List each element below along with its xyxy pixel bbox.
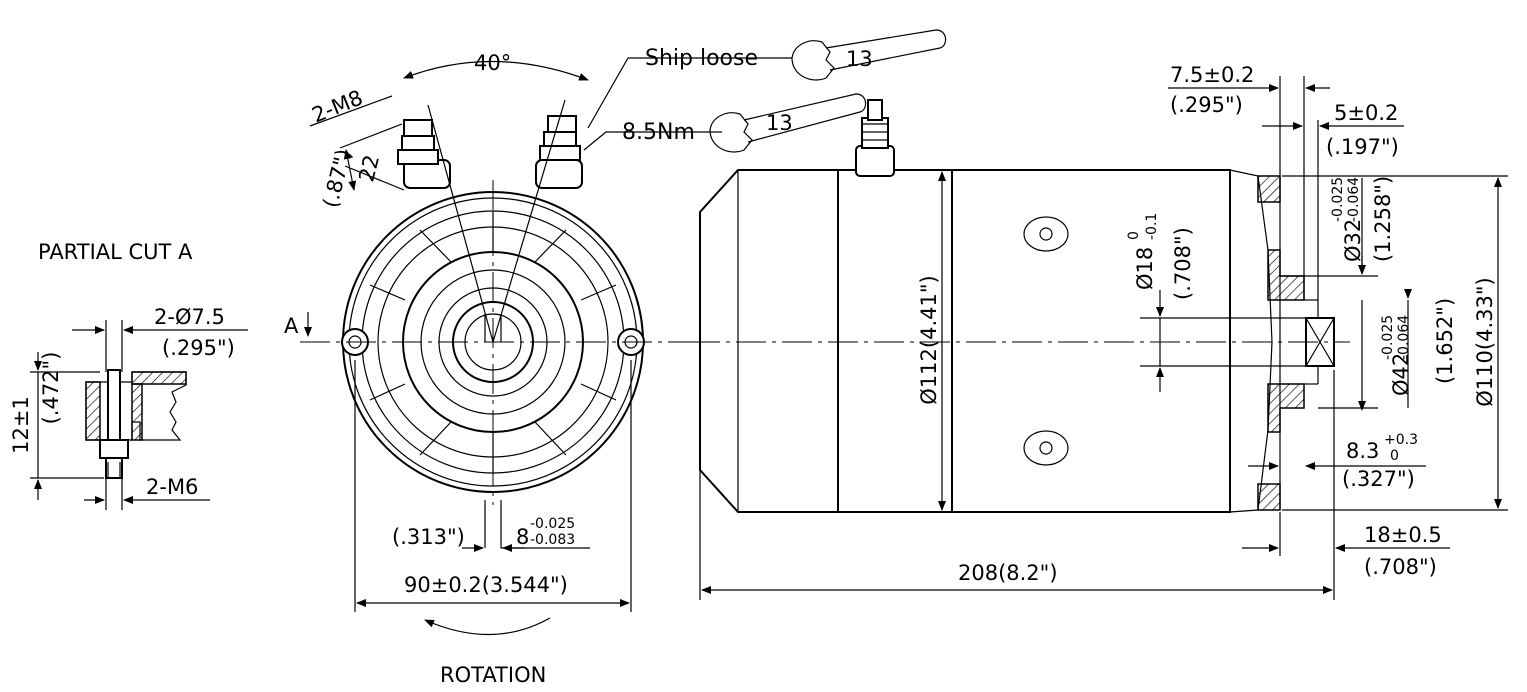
key-tol-lower: -0.083 (530, 532, 575, 548)
shaft-dia-base: Ø18 (1133, 247, 1157, 290)
partial-cut-view: PARTIAL CUT A 2-Ø7.5 (.295") 12±1 (.472"… (9, 240, 248, 510)
body-dia-label: Ø112(4.41") (917, 275, 941, 404)
pilot2-tol-lower: -0.064 (1396, 315, 1412, 360)
angle-label: 40° (474, 51, 511, 75)
stud-length-label: 22 (354, 152, 384, 184)
front-view: 40° 2-M8 22 (.87") A (.313") 8 -0.025 -0… (284, 51, 792, 687)
thread-m6-label: 2-M6 (146, 475, 198, 499)
pilot1-inch: (1.258") (1371, 176, 1395, 262)
shaft-tol-lower: -0.1 (1144, 213, 1160, 240)
dim-5-label: 5±0.2 (1334, 101, 1398, 125)
dim-7-5-label: 7.5±0.2 (1170, 63, 1254, 87)
cut-height-inch-label: (.472") (39, 352, 63, 425)
wrench-callouts: Ship loose 13 8.5Nm 13 (622, 29, 947, 153)
pilot1-base: Ø32 (1341, 219, 1365, 262)
pilot2-tol-upper: -0.025 (1380, 315, 1396, 360)
stud-length-inch-label: (.87") (318, 147, 356, 210)
hole-dia-label: 2-Ø7.5 (154, 305, 225, 329)
terminal-stud-right (535, 115, 583, 189)
cut-height-label: 12±1 (9, 396, 33, 454)
pilot1-tol-upper: -0.025 (1330, 177, 1346, 222)
torque-label: 8.5Nm (622, 120, 695, 145)
shaft-dia-inch: (.708") (1171, 227, 1195, 300)
pilot2-base: Ø42 (1389, 353, 1413, 396)
partial-cut-title: PARTIAL CUT A (38, 240, 193, 264)
terminal-stud-left (397, 119, 451, 189)
key-inch-label: (.313") (392, 525, 465, 549)
key-base-label: 8 (516, 525, 529, 549)
dim-8-3-tol-lower: 0 (1390, 448, 1399, 464)
bolt-circle-label: 90±0.2(3.544") (404, 573, 568, 597)
key-tol-upper: -0.025 (530, 516, 575, 532)
dim-7-5-inch: (.295") (1170, 93, 1243, 117)
wrench-size-1: 13 (846, 47, 873, 71)
section-marker: A (284, 314, 299, 338)
wrench-size-2: 13 (766, 111, 793, 135)
overall-length-label: 208(8.2") (958, 561, 1058, 585)
pilot2-inch: (1.652") (1433, 298, 1457, 384)
dim-18-inch: (.708") (1364, 555, 1437, 579)
thread-m8-label: 2-M8 (309, 86, 367, 128)
side-view: Ø112(4.41") Ø18 0 -0.1 (.708") 208(8.2")… (690, 63, 1508, 600)
flange-dia-label: Ø110(4.33") (1473, 277, 1497, 406)
hole-dia-inch-label: (.295") (162, 336, 235, 360)
dim-8-3-tol-upper: +0.3 (1384, 432, 1418, 448)
rotation-label: ROTATION (440, 663, 546, 687)
ship-loose-label: Ship loose (645, 46, 758, 71)
dim-5-inch: (.197") (1326, 135, 1399, 159)
dim-18-label: 18±0.5 (1364, 523, 1442, 547)
dim-8-3-inch: (.327") (1342, 467, 1415, 491)
pilot1-tol-lower: -0.064 (1346, 177, 1362, 222)
dim-8-3-base: 8.3 (1346, 439, 1379, 463)
shaft-tol-upper: 0 (1126, 231, 1142, 240)
